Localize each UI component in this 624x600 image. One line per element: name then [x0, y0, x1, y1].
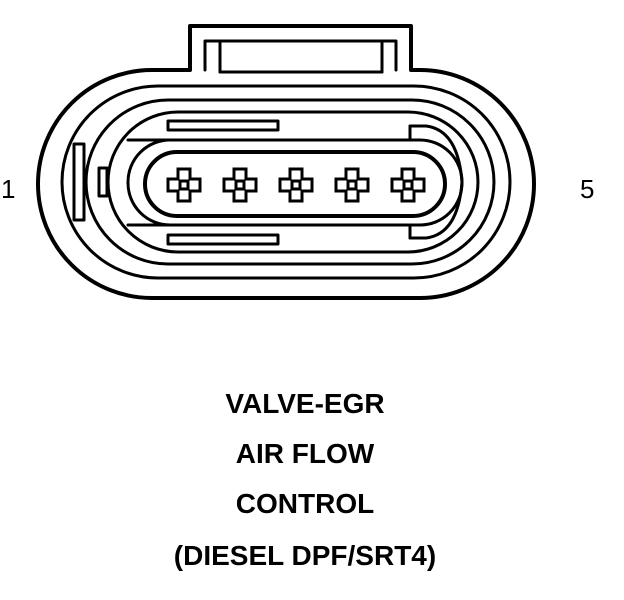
tab-inner-frame — [203, 39, 398, 72]
latch-bar-bottom — [166, 233, 280, 246]
caption-line-type: CONTROL — [235, 488, 375, 519]
terminal-pin-3 — [278, 167, 314, 203]
terminal-pins — [166, 167, 426, 203]
caption-line-application: (DIESEL DPF/SRT4) — [173, 540, 437, 571]
terminal-pin-2 — [222, 167, 258, 203]
terminal-pin-4 — [334, 167, 370, 203]
key-flange-left — [72, 142, 86, 222]
caption-line-function: AIR FLOW — [235, 438, 375, 469]
terminal-pin-5 — [390, 167, 426, 203]
pin-1-label: 1 — [1, 174, 16, 204]
terminal-cavity — [143, 150, 447, 218]
terminal-pin-socket-1 — [178, 179, 190, 191]
inner-shell-middle — [84, 98, 496, 266]
terminal-pin-1 — [166, 167, 202, 203]
housing-outline — [36, 24, 536, 300]
caption-line-component: VALVE-EGR — [225, 388, 385, 419]
terminal-pin-socket-3 — [290, 179, 302, 191]
terminal-pin-socket-5 — [402, 179, 414, 191]
terminal-pin-socket-4 — [346, 179, 358, 191]
inner-shell-inner — [106, 110, 480, 254]
inner-shell-outer — [60, 84, 512, 280]
key-notch-left — [97, 166, 109, 198]
terminal-pin-socket-2 — [234, 179, 246, 191]
latch-bar-top — [166, 119, 280, 132]
terminal-cavity-outer — [126, 138, 464, 227]
pin-5-label: 5 — [580, 174, 595, 204]
